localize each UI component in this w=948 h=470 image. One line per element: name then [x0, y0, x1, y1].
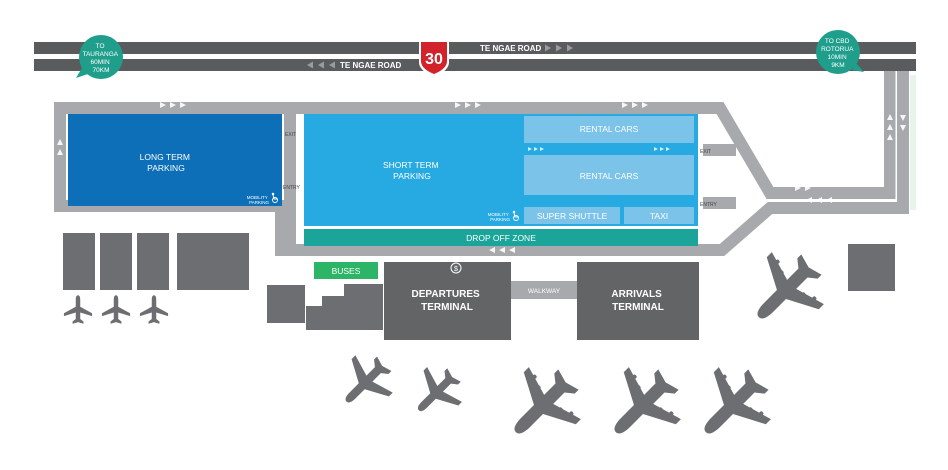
road-top-label: TE NGAE ROAD	[480, 44, 542, 53]
airplane-icon	[63, 295, 169, 324]
dest-left-line-1: TO	[96, 43, 105, 50]
highway-shield-icon: 30	[419, 40, 449, 77]
svg-text:SHORT TERM PARKING: SHORT TERM PARKING	[383, 160, 441, 181]
drop-off-zone[interactable]: DROP OFF ZONE	[304, 229, 698, 246]
svg-text:TO CBD ROTORUA 10M: TO CBD ROTORUA 10MIN 9KM	[821, 38, 855, 69]
lane-arrows-rental	[528, 147, 670, 151]
walkway-label: WALKWAY	[528, 288, 561, 295]
short-term-label-1: SHORT TERM	[383, 160, 439, 170]
mobility-left-label-2: PARKING	[249, 200, 269, 205]
svg-text:LONG TERM PARKING: LONG TERM PARKING	[140, 152, 193, 173]
svg-text:DEPARTURES TERMINAL: DEPARTURES TERMINAL	[412, 289, 483, 313]
dest-left-line-2: TAURANGA	[82, 51, 118, 58]
dest-right-line-3: 10MIN	[828, 54, 847, 61]
route-number: 30	[425, 51, 443, 68]
rental-cars-2-label: RENTAL CARS	[580, 171, 639, 181]
buses-label: BUSES	[332, 266, 361, 276]
destination-badge-right: TO CBD ROTORUA 10MIN 9KM	[816, 30, 864, 74]
dollar-icon: $	[450, 262, 462, 274]
dest-right-line-4: 9KM	[831, 62, 844, 69]
arrivals-label-2: TERMINAL	[612, 302, 664, 313]
super-shuttle[interactable]: SUPER SHUTTLE	[524, 207, 620, 224]
drop-off-label: DROP OFF ZONE	[466, 233, 536, 243]
direction-arrow-icon	[57, 102, 906, 253]
road-bottom-arrows	[307, 61, 335, 69]
svg-text:$: $	[454, 266, 458, 273]
road-top-arrows	[545, 44, 573, 52]
entry-right-label: ENTRY	[700, 202, 718, 208]
super-shuttle-label: SUPER SHUTTLE	[537, 211, 608, 221]
wheelchair-icon	[271, 192, 278, 203]
departures-label-2: TERMINAL	[421, 302, 473, 313]
road-top	[34, 42, 916, 54]
rental-cars-1[interactable]: RENTAL CARS	[524, 116, 694, 143]
departures-label-1: DEPARTURES	[412, 289, 480, 300]
long-term-label-2: PARKING	[147, 163, 185, 173]
svg-text:ARRIVALS TERMINAL: ARRIVALS TERMINAL	[611, 289, 664, 313]
mobility-right-label-1: MOBILITY	[488, 212, 509, 217]
entry-left-label: ENTRY	[283, 185, 301, 191]
dest-left-line-3: 60MIN	[91, 59, 110, 66]
taxi[interactable]: TAXI	[624, 207, 694, 224]
departures-terminal[interactable]: DEPARTURES TERMINAL	[384, 262, 511, 340]
taxi-label: TAXI	[650, 211, 668, 221]
mobility-left-label-1: MOBILITY	[247, 195, 268, 200]
long-term-label-1: LONG TERM	[140, 152, 190, 162]
svg-text:MOBILITY PARKING: MOBILITY PARKING	[247, 195, 270, 205]
road-bottom	[34, 59, 916, 71]
rental-cars-1-label: RENTAL CARS	[580, 124, 639, 134]
destination-badge-left: TO TAURANGA 60MIN 70KM	[76, 35, 123, 79]
road-bottom-label: TE NGAE ROAD	[340, 61, 402, 70]
walkway[interactable]: WALKWAY	[511, 281, 577, 299]
hangar-buildings	[63, 233, 895, 330]
rental-cars-2[interactable]: RENTAL CARS	[524, 155, 694, 195]
short-term-label-2: PARKING	[393, 171, 431, 181]
dest-right-line-2: ROTORUA	[821, 46, 854, 53]
svg-text:TO TAURANGA 60MIN: TO TAURANGA 60MIN 70KM	[82, 43, 119, 74]
wheelchair-icon	[512, 210, 519, 221]
arrivals-terminal[interactable]: ARRIVALS TERMINAL	[577, 262, 699, 340]
buses-zone[interactable]: BUSES	[314, 262, 378, 279]
svg-text:MOBILITY PARKING: MOBILITY PARKING	[488, 212, 511, 222]
arrivals-label-1: ARRIVALS	[611, 289, 662, 300]
long-term-parking[interactable]: LONG TERM PARKING MOBILITY PARKING	[68, 114, 282, 206]
dest-left-line-4: 70KM	[93, 67, 110, 74]
exit-right-label: EXIT	[700, 149, 711, 155]
mobility-right-label-2: PARKING	[490, 217, 510, 222]
dest-right-line-1: TO CBD	[825, 38, 850, 45]
exit-left-label: EXIT	[285, 132, 296, 138]
